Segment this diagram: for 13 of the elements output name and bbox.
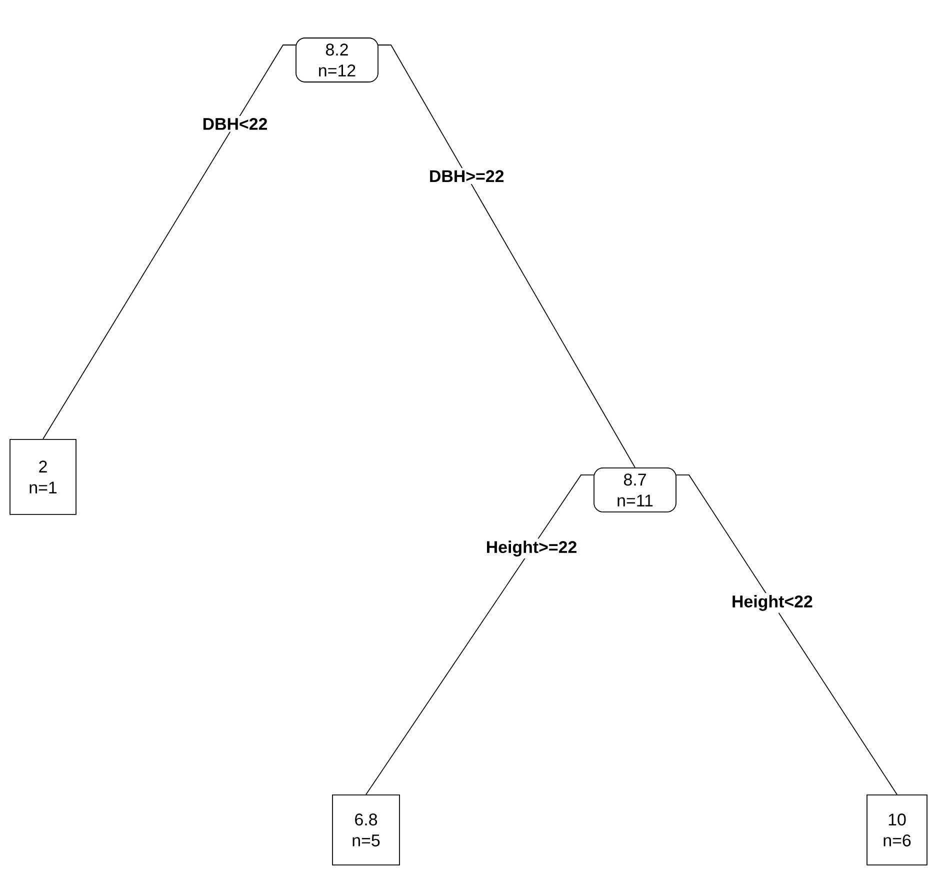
connector-line [676, 474, 898, 795]
connector-line [366, 474, 594, 795]
edge-label: Height<22 [730, 593, 815, 613]
edge-label: DBH<22 [200, 116, 270, 132]
connector-line [42, 44, 296, 440]
leaf-node-box: 6.8 n=5 [332, 794, 400, 866]
edge-label: Height>=22 [484, 538, 580, 559]
connector-line [378, 44, 636, 468]
leaf-node-box: 10 n=6 [866, 794, 928, 866]
split-node-box: 8.2 n=12 [296, 38, 378, 82]
edge-label: DBH>=22 [426, 168, 506, 184]
leaf-node-box: 2 n=1 [10, 439, 76, 515]
split-node-box: 8.7 n=11 [594, 468, 676, 512]
